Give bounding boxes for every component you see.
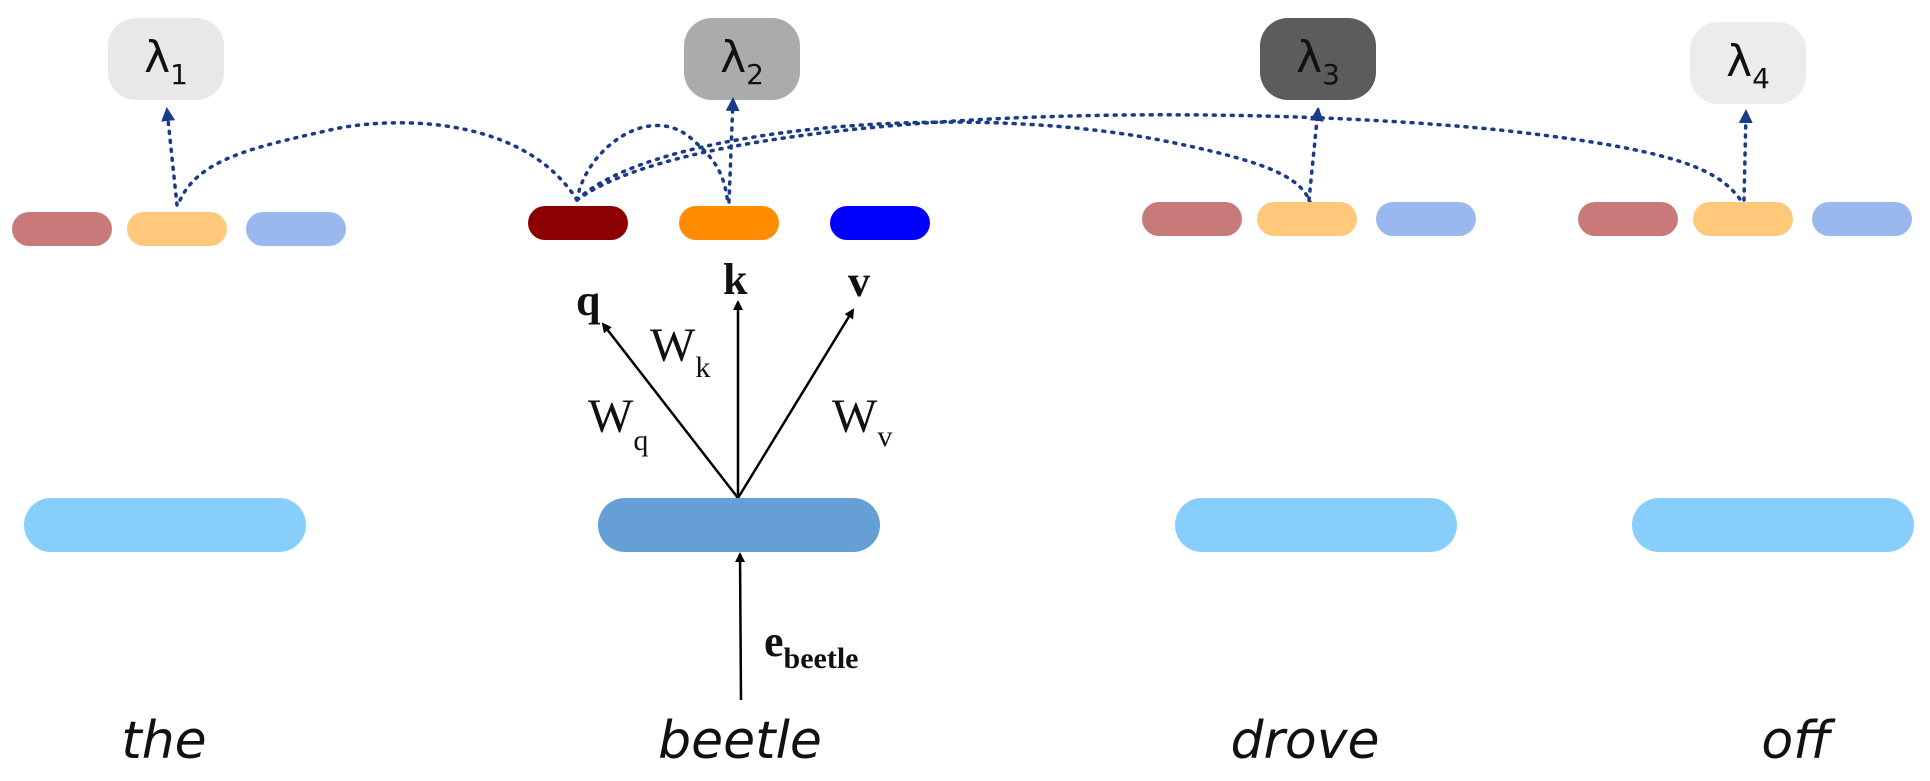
qkv-group-the (12, 212, 346, 246)
wq-arrow (601, 322, 739, 499)
v-label: v (848, 257, 870, 306)
attention-arc-self (575, 123, 730, 207)
query-vector-drove (1142, 202, 1242, 236)
attention-arc-drove (575, 120, 1312, 204)
key-vector-off (1693, 202, 1793, 236)
embedding-base: e (764, 617, 784, 666)
lambda-2-box: λ2 (684, 18, 800, 100)
lambda-4-index: 4 (1752, 62, 1770, 95)
lambda-3-box: λ3 (1260, 18, 1376, 100)
attention-arc-the (176, 121, 579, 207)
value-vector-beetle (830, 206, 930, 240)
lambda-1-background (108, 18, 224, 100)
lambda-3-background (1260, 18, 1376, 100)
wk-sub: k (695, 351, 710, 384)
hidden-state-beetle (598, 498, 880, 552)
word-the: the (121, 711, 206, 771)
score-arrow-3 (1307, 107, 1324, 202)
value-vector-the (246, 212, 346, 246)
wv-arrow (736, 308, 855, 499)
wq-sub: q (633, 424, 648, 457)
embedding-label: ebeetle (764, 617, 859, 675)
query-vector-off (1578, 202, 1678, 236)
lambda-4-background (1690, 22, 1806, 104)
attention-arc-off (575, 113, 1744, 204)
score-arrow-4 (1738, 109, 1753, 202)
lambda-1-symbol: λ (144, 32, 170, 83)
hidden-state-drove (1175, 498, 1457, 552)
wq-label: Wq (588, 390, 648, 457)
word-drove: drove (1231, 711, 1380, 771)
wk-base: W (650, 319, 696, 372)
svg-text:λ1: λ1 (144, 32, 188, 91)
word-off: off (1761, 711, 1836, 771)
lambda-2-symbol: λ (720, 32, 746, 83)
embedding-arrow (735, 552, 746, 701)
embedding-sub: beetle (784, 642, 859, 675)
svg-text:λ2: λ2 (720, 32, 764, 91)
wv-label: Wv (832, 390, 892, 453)
wq-base: W (588, 390, 634, 443)
score-arrow-1 (161, 107, 179, 207)
lambda-4-symbol: λ (1726, 36, 1752, 87)
word-beetle: beetle (658, 711, 822, 771)
key-vector-drove (1257, 202, 1357, 236)
lambda-2-background (684, 18, 800, 100)
wv-base: W (832, 390, 878, 443)
hidden-state-off (1632, 498, 1914, 552)
qkv-group-drove (1142, 202, 1476, 236)
lambda-4-box: λ4 (1690, 22, 1806, 104)
wv-sub: v (877, 420, 892, 453)
value-vector-drove (1376, 202, 1476, 236)
svg-text:λ4: λ4 (1726, 36, 1770, 95)
lambda-3-index: 3 (1322, 58, 1340, 91)
query-vector-the (12, 212, 112, 246)
svg-text:λ3: λ3 (1296, 32, 1340, 91)
qkv-group-beetle (528, 206, 930, 240)
lambda-1-box: λ1 (108, 18, 224, 100)
key-vector-beetle (679, 206, 779, 240)
key-vector-the (127, 212, 227, 246)
lambda-3-symbol: λ (1296, 32, 1322, 83)
qkv-group-off (1578, 202, 1912, 236)
k-label: k (723, 255, 748, 304)
q-label: q (576, 276, 601, 325)
lambda-2-index: 2 (746, 58, 764, 91)
wk-label: Wk (650, 319, 710, 384)
value-vector-off (1812, 202, 1912, 236)
query-vector-beetle (528, 206, 628, 240)
projection-arrows (601, 300, 855, 701)
attention-links (176, 113, 1744, 207)
score-arrows (161, 97, 1753, 207)
score-arrow-2 (725, 97, 740, 204)
lambda-1-index: 1 (170, 58, 188, 91)
hidden-state-the (24, 498, 306, 552)
